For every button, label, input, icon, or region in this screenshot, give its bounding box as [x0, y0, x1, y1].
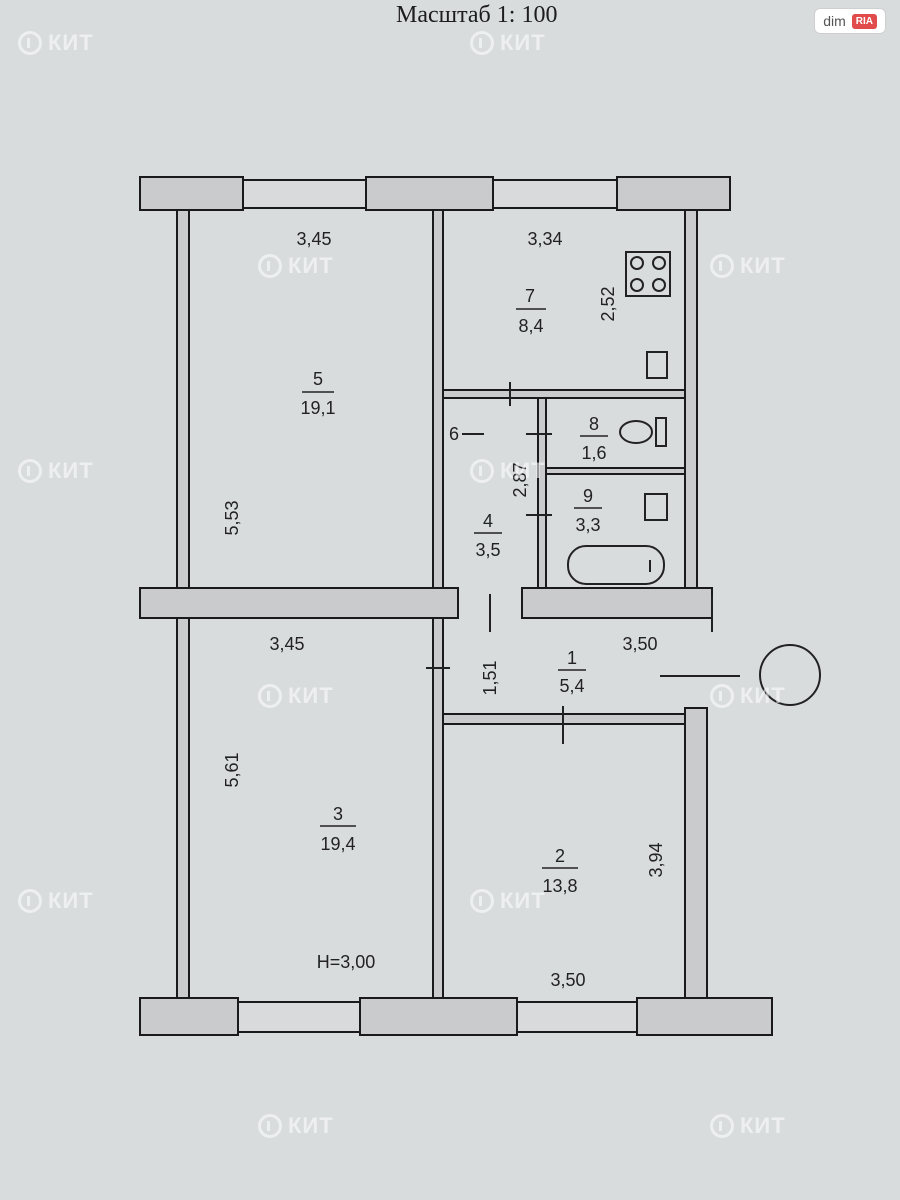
room-8-number: 8: [589, 414, 599, 434]
kit-logo-icon: [18, 31, 42, 55]
room-4-area: 3,5: [475, 540, 500, 560]
room-4-number: 4: [483, 511, 493, 531]
kit-logo-icon: [470, 31, 494, 55]
kit-logo-icon: [18, 889, 42, 913]
room-6-number: 6: [449, 424, 459, 444]
kit-logo-icon: [258, 684, 282, 708]
entrance-marker-icon: [759, 644, 821, 706]
room-1-number: 1: [567, 648, 577, 668]
room-5-area: 19,1: [300, 398, 335, 418]
kitchen-sink-icon: [646, 351, 668, 379]
watermark-kit: КИТ: [470, 888, 546, 914]
watermark-kit: КИТ: [18, 458, 94, 484]
kit-logo-icon: [710, 254, 734, 278]
toilet-icon: [619, 417, 667, 447]
room-7-number: 7: [525, 286, 535, 306]
room-3-number: 3: [333, 804, 343, 824]
kit-logo-icon: [710, 684, 734, 708]
kit-logo-icon: [18, 459, 42, 483]
room-9-number: 9: [583, 486, 593, 506]
kit-logo-icon: [470, 889, 494, 913]
watermark-kit: КИТ: [710, 683, 786, 709]
watermark-kit: КИТ: [258, 1113, 334, 1139]
room-2-area: 13,8: [542, 876, 577, 896]
watermark-kit: КИТ: [258, 253, 334, 279]
logo-text: dim: [823, 13, 846, 29]
room-9-area: 3,3: [575, 515, 600, 535]
kit-logo-icon: [470, 459, 494, 483]
dim-top-left: 3,45: [296, 229, 331, 249]
bathtub-icon: [567, 545, 665, 585]
dim-right-lower: 3,94: [646, 842, 666, 877]
logo-badge: RIA: [851, 13, 877, 29]
room-8-area: 1,6: [581, 443, 606, 463]
kit-logo-icon: [258, 254, 282, 278]
washbasin-icon: [644, 493, 668, 521]
watermark-kit: КИТ: [710, 1113, 786, 1139]
room-7-area: 8,4: [518, 316, 543, 336]
watermark-kit: КИТ: [470, 30, 546, 56]
dim-left-upper: 5,53: [222, 500, 242, 535]
watermark-kit: КИТ: [258, 683, 334, 709]
dimria-logo: dim RIA: [814, 8, 886, 34]
room-5-number: 5: [313, 369, 323, 389]
dim-left-lower: 5,61: [222, 752, 242, 787]
stove-icon: [625, 251, 671, 297]
dim-mid-left: 3,45: [269, 634, 304, 654]
room-3-area: 19,4: [320, 834, 355, 854]
watermark-kit: КИТ: [18, 888, 94, 914]
kit-logo-icon: [710, 1114, 734, 1138]
watermark-kit: КИТ: [710, 253, 786, 279]
room-2-number: 2: [555, 846, 565, 866]
dim-bath-block: 2,87: [510, 462, 530, 497]
kit-logo-icon: [258, 1114, 282, 1138]
ceiling-height-label: Н=3,00: [317, 952, 376, 972]
dim-hall-depth: 1,51: [480, 660, 500, 695]
scale-title: Масштаб 1: 100: [396, 2, 558, 28]
dim-top-right: 3,34: [527, 229, 562, 249]
watermark-kit: КИТ: [470, 458, 546, 484]
dim-bottom: 3,50: [550, 970, 585, 990]
dim-kitchen-depth: 2,52: [598, 286, 618, 321]
dim-hall-width: 3,50: [622, 634, 657, 654]
door-markers: [426, 382, 740, 744]
walls: [139, 176, 773, 1036]
room-1-area: 5,4: [559, 676, 584, 696]
watermark-kit: КИТ: [18, 30, 94, 56]
